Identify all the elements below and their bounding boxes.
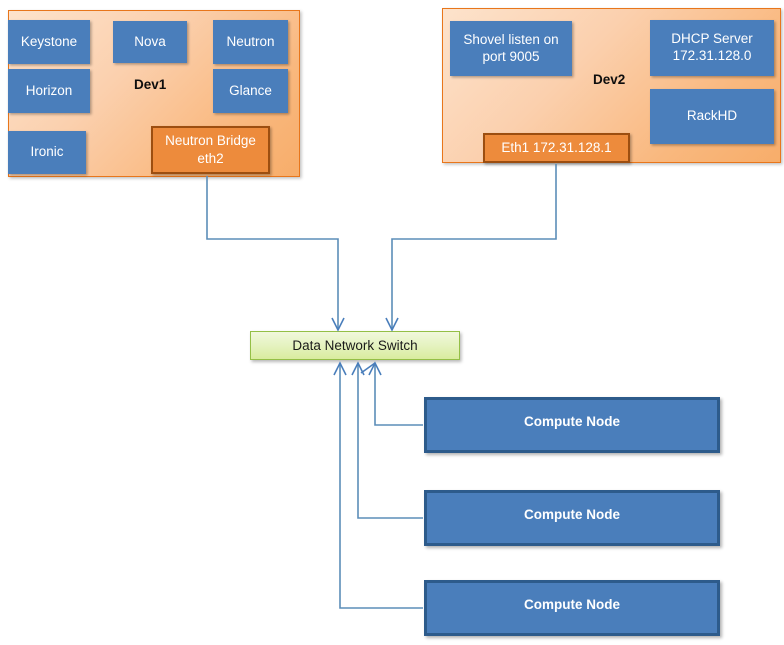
host-panel-dev1-title: Dev1 — [134, 77, 167, 92]
connector-compute-node-2-to-switch — [351, 361, 423, 519]
service-box-shovel[interactable]: Shovel listen on port 9005 — [450, 21, 572, 76]
eth1-nic-box[interactable]: Eth1 172.31.128.1 — [483, 133, 630, 163]
compute-node-3[interactable]: Compute Node — [424, 580, 720, 636]
service-box-nova[interactable]: Nova — [113, 21, 187, 63]
connector-neutron-bridge-to-switch — [206, 176, 345, 332]
compute-node-2[interactable]: Compute Node — [424, 490, 720, 546]
service-box-neutron[interactable]: Neutron — [213, 20, 288, 64]
neutron-bridge-label-line2: eth2 — [197, 151, 224, 166]
data-network-switch[interactable]: Data Network Switch — [250, 331, 460, 360]
shovel-label-line1: Shovel listen on — [463, 31, 559, 47]
rackhd-label: RackHD — [686, 108, 738, 124]
neutron-bridge-eth2-box[interactable]: Neutron Bridge eth2 — [151, 126, 270, 174]
connector-eth1-to-switch — [385, 164, 557, 332]
connector-compute-node-1-to-switch — [360, 361, 423, 426]
service-box-glance[interactable]: Glance — [213, 69, 288, 113]
shovel-label-line2: port 9005 — [482, 48, 540, 64]
service-box-dhcp-server[interactable]: DHCP Server 172.31.128.0 — [650, 20, 774, 76]
connector-compute-node-3-to-switch — [333, 361, 423, 609]
service-box-horizon[interactable]: Horizon — [8, 69, 90, 113]
host-panel-dev2-title: Dev2 — [593, 72, 626, 87]
neutron-bridge-label-line1: Neutron Bridge — [165, 133, 256, 149]
dhcp-server-label-line1: DHCP Server — [671, 31, 753, 47]
service-box-rackhd[interactable]: RackHD — [650, 89, 774, 144]
service-box-ironic[interactable]: Ironic — [8, 131, 86, 174]
service-box-keystone[interactable]: Keystone — [8, 20, 90, 64]
dhcp-server-label-line2: 172.31.128.0 — [672, 48, 752, 63]
compute-node-1[interactable]: Compute Node — [424, 397, 720, 453]
